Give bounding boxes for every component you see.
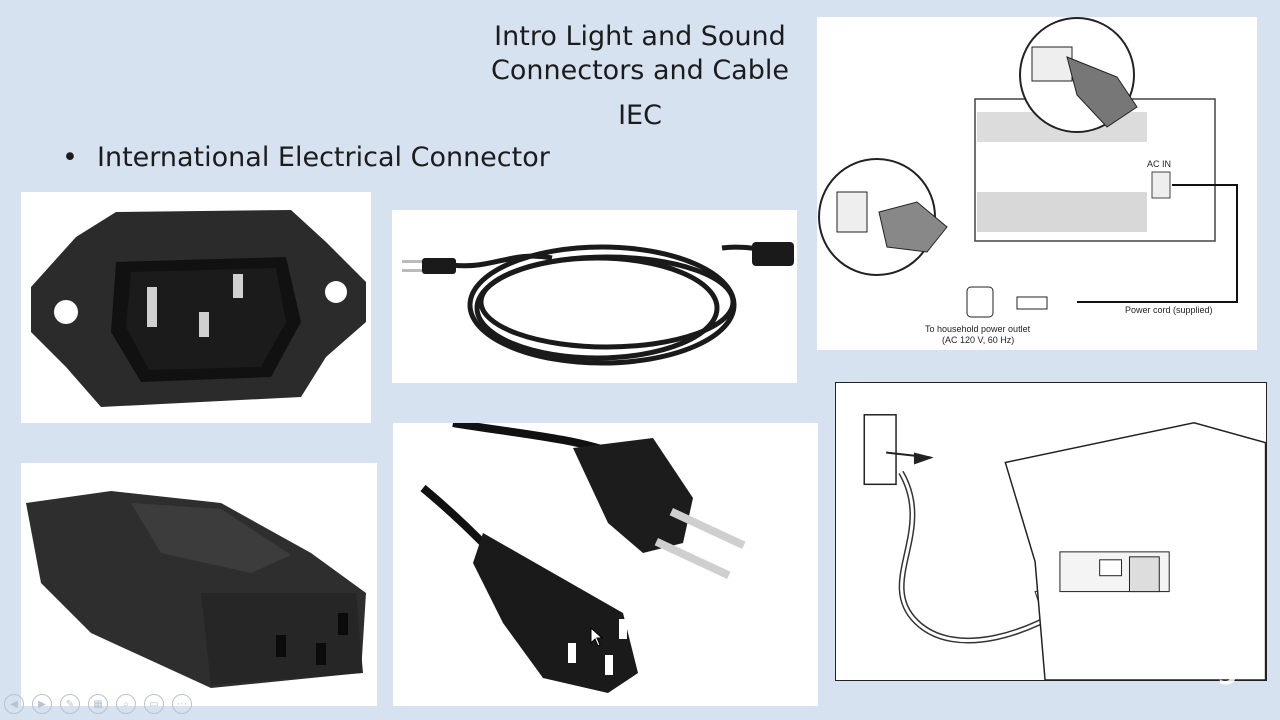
slide-title-line-1: Intro Light and Sound [494,21,786,52]
panel-inlet-illustration [31,210,366,407]
coiled-cord-illustration [402,242,794,366]
photo-panel-mount-inlet [21,192,371,423]
bullet-item: • International Electrical Connector [62,141,550,175]
mouse-cursor-icon [590,627,604,647]
photo-c13-connector [21,463,377,706]
ac-in-label: AC IN [1147,159,1171,169]
c13-connector-illustration [26,491,366,688]
photo-coiled-power-cord [392,210,797,383]
back-arrow-icon[interactable]: ◀ [4,694,24,714]
power-cord-label: Power cord (supplied) [1125,305,1213,315]
zoom-icon[interactable]: ⌕ [116,694,136,714]
cord-plugs-illustration [420,423,746,693]
diagram-machine-plug-in [835,382,1267,681]
slides-icon[interactable]: ▦ [88,694,108,714]
photo-cord-with-plugs [393,423,818,706]
bullet-text: International Electrical Connector [97,142,550,173]
slideshow-controls: ◀ ▶ ✎ ▦ ⌕ ▭ ⋯ [4,694,192,716]
outlet-label-line-1: To household power outlet [925,324,1031,334]
outlet-label-line-2: (AC 120 V, 60 Hz) [942,335,1014,345]
bullet-marker: • [62,142,78,173]
pen-icon[interactable]: ✎ [60,694,80,714]
forward-arrow-icon[interactable]: ▶ [32,694,52,714]
slide-title: Intro Light and Sound Connectors and Cab… [470,20,810,88]
diagram-receiver-connection: AC IN To household power outlet (AC 120 … [817,17,1257,350]
machine-diagram [863,414,1266,680]
watermark-logo: lagi [1188,651,1247,686]
screen-icon[interactable]: ▭ [144,694,164,714]
more-icon[interactable]: ⋯ [172,694,192,714]
slide-title-line-2: Connectors and Cable [491,55,789,86]
slide-subtitle: IEC [618,100,662,131]
receiver-diagram: AC IN To household power outlet (AC 120 … [818,17,1238,345]
